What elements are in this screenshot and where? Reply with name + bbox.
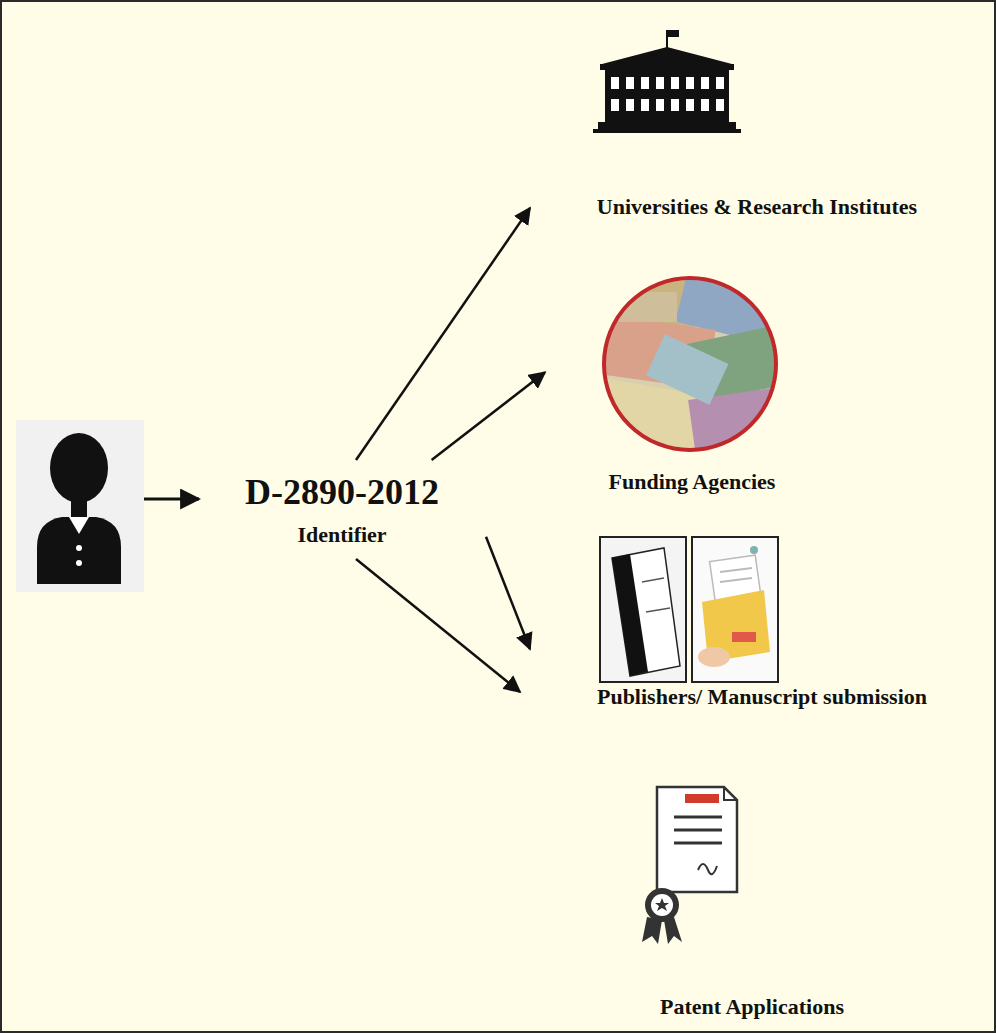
money-picture-part <box>604 278 776 450</box>
target-node: Funding Agencies <box>547 282 837 497</box>
submission-picture <box>692 537 778 682</box>
journal-picture-part <box>612 554 648 676</box>
target-node: Universities & Research Institutes <box>532 22 982 222</box>
building-icon-part <box>600 64 734 70</box>
identifier-caption: Identifier <box>297 522 386 547</box>
journal-picture-part <box>642 578 664 582</box>
person-arrow <box>144 499 199 500</box>
patent-icon-part <box>724 787 737 800</box>
node-label: Patent Applications <box>660 994 844 1019</box>
journal-picture-part <box>600 537 686 682</box>
submission-picture-part <box>732 632 756 642</box>
patent-icon-part <box>674 842 722 845</box>
submission-picture-part <box>720 578 752 582</box>
connector-arrow <box>356 559 520 692</box>
building-icon-part <box>598 122 736 129</box>
patent-icon-part <box>657 787 737 892</box>
building-icon-part <box>611 77 619 89</box>
building-icon-part <box>641 99 649 111</box>
building-icon-part <box>593 129 741 133</box>
patent-icon-part <box>674 829 722 832</box>
submission-picture-part <box>692 537 778 682</box>
building-icon-part <box>611 77 724 111</box>
submission-picture-part <box>750 546 758 554</box>
patent-icon-part <box>651 894 673 916</box>
connector-arrow <box>486 537 530 649</box>
building-icon-part <box>686 77 694 89</box>
node-label: Funding Agencies <box>609 469 776 494</box>
money-picture <box>574 254 809 465</box>
patent-icon <box>642 787 737 944</box>
building-icon-part <box>602 47 732 64</box>
building-icon-part <box>656 99 664 111</box>
building-icon-part <box>686 99 694 111</box>
building-icon-part <box>656 77 664 89</box>
journal-picture <box>600 537 686 682</box>
person-icon-part <box>37 517 121 584</box>
person-icon-part <box>71 497 87 519</box>
patent-icon-part <box>698 864 717 874</box>
target-node: Patent Applications <box>522 692 982 1022</box>
person-arrow-part <box>144 498 199 501</box>
building-icon-part <box>626 77 634 89</box>
journal-picture-part <box>646 608 670 612</box>
building-icon-part <box>671 77 679 89</box>
submission-picture-part <box>720 568 752 572</box>
person-icon-part <box>76 545 82 551</box>
identifier-box: D-2890-2012Identifier <box>202 464 482 555</box>
node-label: Publishers/ Manuscript submission <box>597 684 927 709</box>
money-picture-part <box>646 334 728 404</box>
journal-picture-part <box>612 548 680 676</box>
person-icon-part <box>50 433 108 503</box>
person-icon-part <box>76 560 82 566</box>
building-icon-part <box>641 77 649 89</box>
building-icon-part <box>716 99 724 111</box>
building-icon-part <box>626 99 634 111</box>
building-icon-part <box>667 30 679 37</box>
target-node: Publishers/ Manuscript submission <box>532 532 992 712</box>
building-icon-part <box>701 99 709 111</box>
person-icon-part <box>16 420 144 592</box>
submission-picture-part <box>698 647 730 667</box>
building-icon <box>593 30 741 133</box>
patent-icon-part <box>655 898 669 911</box>
patent-icon-part <box>674 816 722 819</box>
person-icon <box>16 420 144 592</box>
patent-icon-part <box>685 794 719 803</box>
building-icon-part <box>611 99 619 111</box>
building-icon-part <box>716 77 724 89</box>
building-icon-part <box>701 77 709 89</box>
connector-arrow <box>432 372 545 460</box>
patent-icon-part <box>645 888 679 922</box>
money-picture-part <box>574 254 809 465</box>
person-icon-part <box>69 517 89 534</box>
identifier-code: D-2890-2012 <box>245 472 439 513</box>
connector-arrow <box>356 208 530 460</box>
building-icon-part <box>671 99 679 111</box>
node-label: Universities & Research Institutes <box>597 194 917 219</box>
building-icon-part <box>605 70 729 122</box>
